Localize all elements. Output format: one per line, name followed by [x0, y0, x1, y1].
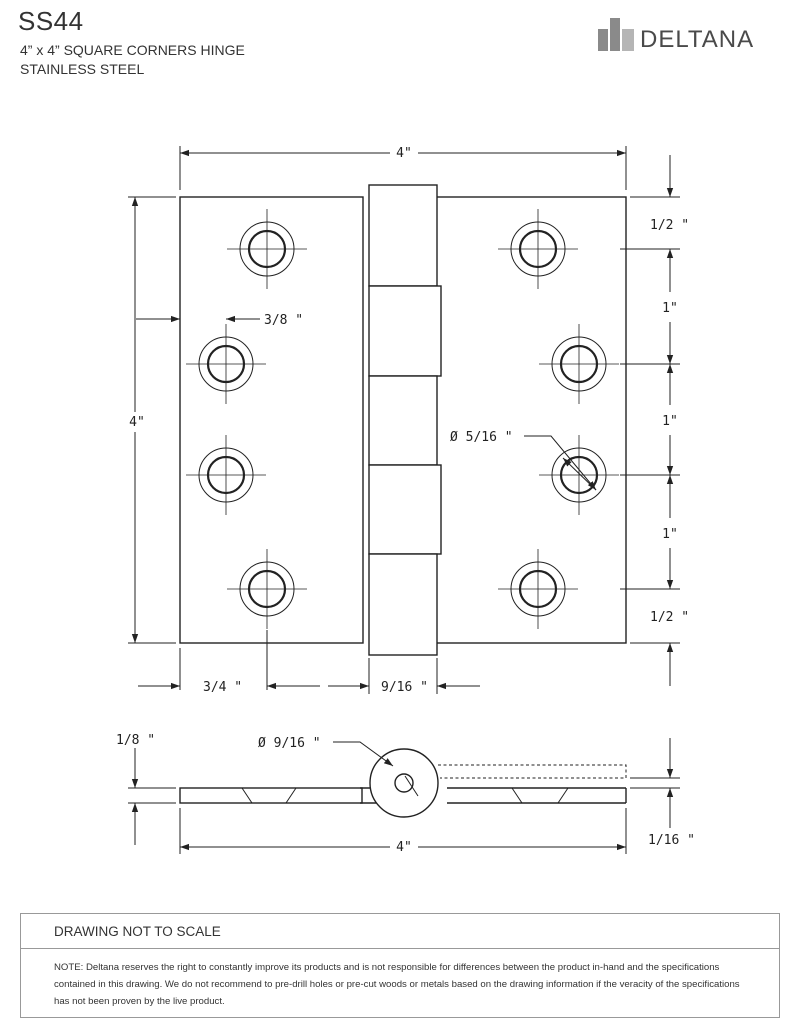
dim-right-gap-1: 1": [662, 301, 678, 316]
dim-barrel-diameter: Ø 9/16 ": [258, 736, 321, 751]
dim-side-width: 4": [396, 840, 412, 855]
screw-hole: [539, 324, 619, 404]
dim-right-bottom: 1/2 ": [650, 610, 689, 625]
dim-bottom-left-offset: 3/4 ": [203, 680, 242, 695]
knuckle-segment: [368, 464, 442, 555]
logo-mark-icon: [598, 18, 634, 51]
dim-top-width: 4": [396, 146, 412, 161]
brand-logo: DELTANA: [598, 14, 788, 54]
knuckle-segment: [368, 553, 438, 656]
hinge-side-view: [179, 748, 627, 818]
product-material: STAINLESS STEEL: [20, 61, 145, 77]
dim-side-thickness: 1/8 ": [116, 733, 155, 748]
hinge-drawing: 4" 4" 3/8 " 1/2 " 1" 1" 1" 1/2 " Ø 5/16 …: [116, 146, 695, 855]
knuckle-segment: [368, 285, 442, 377]
dimension-lines: [128, 146, 680, 694]
side-view-details: [128, 738, 680, 854]
brand-name: DELTANA: [640, 26, 755, 53]
screw-hole: [227, 549, 307, 629]
screw-hole: [186, 324, 266, 404]
screw-hole: [539, 435, 619, 515]
knuckle-segment: [368, 184, 438, 287]
dim-hole-diameter: Ø 5/16 ": [450, 430, 513, 445]
disclaimer-text: NOTE: Deltana reserves the right to cons…: [54, 962, 740, 1007]
disclaimer-title: DRAWING NOT TO SCALE: [54, 924, 221, 939]
dim-right-gap-3: 1": [662, 527, 678, 542]
screw-hole: [227, 209, 307, 289]
screw-holes: [186, 209, 619, 629]
dim-right-gap-2: 1": [662, 414, 678, 429]
product-code: SS44: [18, 6, 84, 36]
divider: [21, 948, 779, 949]
screw-hole: [498, 209, 578, 289]
disclaimer-box: DRAWING NOT TO SCALE NOTE: Deltana reser…: [20, 913, 780, 1018]
left-leaf: [179, 196, 364, 644]
knuckle-segment: [368, 375, 438, 466]
screw-hole: [186, 435, 266, 515]
dim-leaf-thickness: 1/16 ": [648, 833, 695, 848]
dim-hole-inset: 3/8 ": [264, 313, 303, 328]
dim-knuckle-width: 9/16 ": [381, 680, 428, 695]
dim-right-top: 1/2 ": [650, 218, 689, 233]
product-description: 4” x 4” SQUARE CORNERS HINGE: [20, 42, 245, 58]
screw-hole: [498, 549, 578, 629]
dim-left-height: 4": [129, 415, 145, 430]
